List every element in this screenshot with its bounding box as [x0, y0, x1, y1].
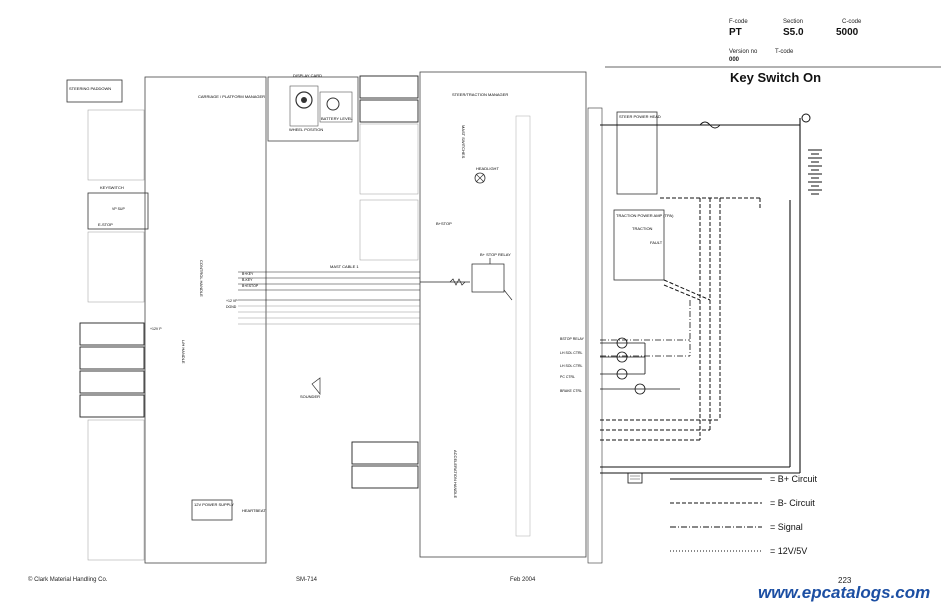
battery-indicator-icon: [627, 472, 643, 484]
carriage-mgr-label: CARRIAGE / PLATFORM MANAGER: [198, 94, 265, 99]
wire-label: +12 VP: [226, 299, 238, 303]
lh-handle-switches: [79, 322, 145, 418]
legend-bplus: = B+ Circuit: [770, 474, 818, 484]
steering-pad-label: STEERING PADDOWN: [69, 86, 111, 91]
control-handle-label: CONTROL HANDLE: [199, 260, 204, 297]
wire-label: DGND: [226, 305, 237, 309]
headlight-label: HEADLIGHT: [476, 166, 499, 171]
legend-12v5v: = 12V/5V: [770, 546, 808, 556]
footer-doc: SM-714: [296, 577, 318, 583]
headlight-icon: [474, 172, 486, 184]
sounder-label: SOUNDER: [300, 394, 320, 399]
ccode-value: 5000: [836, 27, 859, 38]
fcode-label: F-code: [729, 19, 748, 25]
relay-label: PC CTRL: [560, 375, 575, 379]
mast-cable-label: MAST CABLE 1: [330, 264, 359, 269]
bstop-relay-label: B+ STOP RELAY: [480, 252, 511, 257]
wire-label: +12V P: [150, 327, 162, 331]
fuse-icon: [699, 121, 721, 129]
display-card-box: [267, 76, 359, 142]
estop-label: E-STOP: [98, 222, 113, 227]
steer-traction-mgr-label: STEER/TRACTION MANAGER: [452, 92, 508, 97]
relay-label: BRAKE CTRL: [560, 389, 582, 393]
power-supply-box: [191, 499, 233, 521]
section-label: Section: [783, 19, 804, 25]
display-card-label: DISPLAY CARD: [293, 73, 322, 78]
footer-company: © Clark Material Handling Co.: [28, 577, 108, 583]
version-label: Version no: [729, 49, 758, 55]
wire-label: VP SUP: [112, 207, 125, 211]
main-contactor-icon: [801, 113, 811, 123]
lh-handle-label: L/H HANDLE: [181, 340, 186, 364]
keyswitch-label: KEYSWITCH: [100, 185, 124, 190]
acceleration-handle-switches: [351, 441, 419, 489]
wire-label: B+KEY: [242, 272, 254, 276]
tpa-label: TRACTION POWER AMP (TPA): [616, 213, 674, 218]
acceleration-handle-label: ACCELERATION HANDLE: [453, 450, 458, 498]
relay-label: BSTOP RELAY: [560, 337, 585, 341]
wire-label: B-KEY: [242, 278, 253, 282]
steer-power-head-label: STEER POWER HEAD: [619, 114, 661, 119]
bstop-label: B+STOP: [436, 221, 452, 226]
section-value: S5.0: [783, 27, 804, 38]
legend-bminus: = B- Circuit: [770, 498, 815, 508]
battery-icon: [808, 149, 822, 195]
sounder-icon: [311, 377, 321, 395]
relay-coils: [600, 337, 680, 395]
legend-signal: = Signal: [770, 522, 803, 532]
fault-label: FAULT: [650, 240, 663, 245]
power-supply-label: 12V POWER SUPPLY: [194, 502, 234, 507]
tpa-box: [613, 209, 665, 281]
watermark: www.epcatalogs.com: [758, 583, 931, 602]
version-value: 000: [729, 57, 740, 63]
battery-level-icon: [326, 97, 340, 111]
steering-pad-box: [66, 79, 123, 103]
carriage-manager-box: [144, 76, 267, 564]
ccode-label: C-code: [842, 19, 862, 25]
heartbeat-label: HEARTBEAT: [242, 508, 266, 513]
tcode-label: T-code: [775, 49, 794, 55]
keyswitch-box: [87, 192, 149, 230]
fcode-value: PT: [729, 27, 742, 38]
footer-date: Feb 2004: [510, 577, 536, 583]
relay-label: LH SOL CTRL: [560, 364, 582, 368]
page-title: Key Switch On: [730, 70, 822, 85]
footer-page: 223: [838, 576, 852, 585]
traction-label: TRACTION: [632, 226, 653, 231]
wheel-position-label: WHEEL POSITION: [289, 127, 323, 132]
wheel-position-icon: [295, 91, 313, 109]
wire-label: B+ESTOP: [242, 284, 259, 288]
bstop-relay-circuit: [420, 258, 513, 301]
mast-switches-label: MAST SWITCHES: [461, 125, 466, 159]
battery-level-label: BATTERY LEVEL: [321, 116, 353, 121]
left-connector-stack: [87, 109, 145, 561]
steer-power-head-box: [616, 111, 658, 195]
steer-traction-manager-box: [419, 71, 587, 558]
mast-cable-bus: [238, 271, 420, 301]
relay-label: LH SOL CTRL: [560, 351, 582, 355]
bminus-circuit-lines: [600, 197, 761, 441]
mast-switches: [359, 75, 419, 123]
